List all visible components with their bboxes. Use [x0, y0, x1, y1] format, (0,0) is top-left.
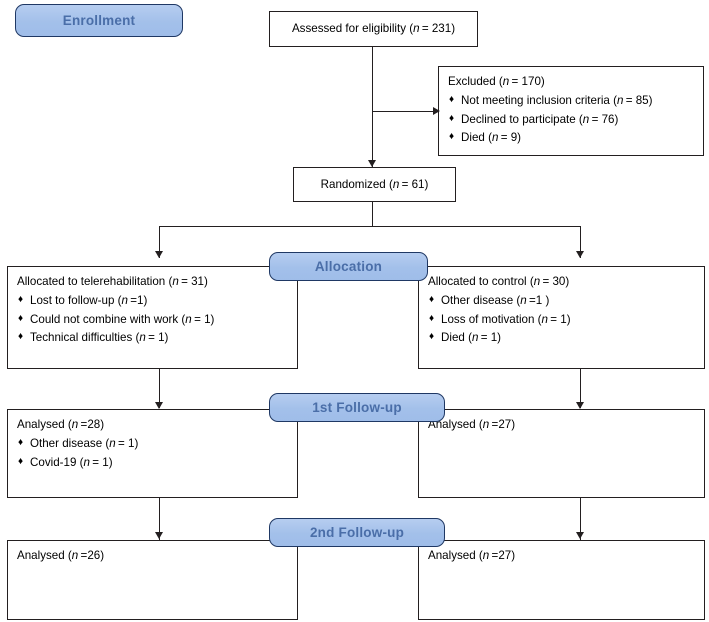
connector-fu1-control-to-fu2 [580, 498, 582, 540]
node-allocated-control: Allocated to control (n = 30) ♦ Other di… [418, 266, 705, 369]
diamond-bullet-icon: ♦ [18, 436, 24, 448]
node-assessed-for-eligibility: Assessed for eligibility (n = 231) [269, 11, 478, 47]
node-analysed-fu2-telerehabilitation-label: Analysed (n =26) [17, 549, 105, 562]
list-item-label: Other disease (n =1 ) [441, 293, 550, 307]
list-item: ♦ Declined to participate (n = 76) [448, 112, 694, 127]
stage-pill-allocation: Allocation [269, 252, 428, 281]
list-item-label: Not meeting inclusion criteria (n = 85) [461, 93, 653, 107]
list-item: ♦ Other disease (n = 1) [17, 436, 288, 451]
node-analysed-fu1-reason-list: ♦ Other disease (n = 1) ♦ Covid-19 (n = … [17, 436, 288, 470]
list-item-label: Technical difficulties (n = 1) [30, 331, 169, 345]
connector-randomized-to-intervention [159, 226, 161, 258]
node-allocated-control-reason-list: ♦ Other disease (n =1 ) ♦ Loss of motiva… [428, 293, 695, 346]
stage-label-enrollment: Enrollment [62, 13, 136, 28]
diamond-bullet-icon: ♦ [449, 112, 455, 124]
node-analysed-fu1-telerehabilitation-label: Analysed (n =28) [17, 418, 105, 431]
diamond-bullet-icon: ♦ [18, 312, 24, 324]
arrow-to-excluded-icon [433, 107, 440, 115]
connector-randomized-split [159, 226, 581, 228]
stage-pill-enrollment: Enrollment [15, 4, 183, 37]
node-analysed-fu2-control-label: Analysed (n =27) [428, 549, 516, 562]
diamond-bullet-icon: ♦ [18, 331, 24, 343]
node-analysed-fu2-control: Analysed (n =27) [418, 540, 705, 620]
node-assessed-label: Assessed for eligibility (n = 231) [291, 22, 456, 36]
stage-pill-follow-up-1: 1st Follow-up [269, 393, 445, 422]
list-item-label: Died (n = 9) [461, 131, 522, 145]
connector-alloc-intervention-to-fu1 [159, 368, 161, 408]
list-item-label: Could not combine with work (n = 1) [30, 312, 215, 326]
node-allocated-telerehabilitation-label: Allocated to telerehabilitation (n = 31) [17, 275, 208, 288]
arrow-to-fu1-control-icon [576, 402, 584, 409]
connector-fu1-intervention-to-fu2 [159, 498, 161, 540]
list-item: ♦ Died (n = 1) [428, 330, 695, 345]
arrow-to-fu2-intervention-icon [155, 532, 163, 539]
stage-label-follow-up-1: 1st Follow-up [312, 400, 402, 415]
diamond-bullet-icon: ♦ [18, 293, 24, 305]
diamond-bullet-icon: ♦ [429, 331, 435, 343]
diamond-bullet-icon: ♦ [449, 93, 455, 105]
list-item: ♦ Loss of motivation (n = 1) [428, 312, 695, 327]
diamond-bullet-icon: ♦ [449, 131, 455, 143]
diamond-bullet-icon: ♦ [429, 293, 435, 305]
node-analysed-fu1-control: Analysed (n =27) [418, 409, 705, 498]
list-item-label: Loss of motivation (n = 1) [441, 312, 571, 326]
list-item-label: Lost to follow-up (n =1) [30, 293, 148, 307]
diamond-bullet-icon: ♦ [18, 455, 24, 467]
node-excluded: Excluded (n = 170) ♦ Not meeting inclusi… [438, 66, 704, 156]
stage-label-follow-up-2: 2nd Follow-up [309, 525, 405, 540]
list-item-label: Covid-19 (n = 1) [30, 455, 113, 469]
arrow-to-alloc-control-icon [576, 251, 584, 258]
node-allocated-telerehabilitation: Allocated to telerehabilitation (n = 31)… [7, 266, 298, 369]
connector-randomized-trunk [372, 202, 374, 227]
node-excluded-reason-list: ♦ Not meeting inclusion criteria (n = 85… [448, 93, 694, 146]
node-allocated-telerehabilitation-reason-list: ♦ Lost to follow-up (n =1) ♦ Could not c… [17, 293, 288, 346]
arrow-to-fu2-control-icon [576, 532, 584, 539]
stage-label-allocation: Allocation [314, 259, 383, 274]
arrow-to-randomized-icon [368, 160, 376, 167]
list-item-label: Died (n = 1) [441, 331, 502, 345]
list-item-label: Declined to participate (n = 76) [461, 112, 619, 126]
diamond-bullet-icon: ♦ [429, 312, 435, 324]
node-analysed-fu2-telerehabilitation: Analysed (n =26) [7, 540, 298, 620]
node-analysed-fu1-control-label: Analysed (n =27) [428, 418, 516, 431]
arrow-to-fu1-intervention-icon [155, 402, 163, 409]
node-randomized-label: Randomized (n = 61) [320, 177, 429, 191]
connector-alloc-control-to-fu1 [580, 368, 582, 408]
list-item: ♦ Not meeting inclusion criteria (n = 85… [448, 93, 694, 108]
node-excluded-label: Excluded (n = 170) [448, 75, 545, 88]
stage-pill-follow-up-2: 2nd Follow-up [269, 518, 445, 547]
list-item: ♦ Lost to follow-up (n =1) [17, 293, 288, 308]
list-item: ♦ Other disease (n =1 ) [428, 293, 695, 308]
list-item-label: Other disease (n = 1) [30, 436, 139, 450]
list-item: ♦ Could not combine with work (n = 1) [17, 312, 288, 327]
node-randomized: Randomized (n = 61) [293, 167, 456, 202]
list-item: ♦ Covid-19 (n = 1) [17, 455, 288, 470]
node-allocated-control-label: Allocated to control (n = 30) [428, 275, 570, 288]
connector-randomized-to-control [580, 226, 582, 258]
node-analysed-fu1-telerehabilitation: Analysed (n =28) ♦ Other disease (n = 1)… [7, 409, 298, 498]
arrow-to-alloc-intervention-icon [155, 251, 163, 258]
connector-assessed-trunk [372, 46, 374, 167]
connector-assessed-to-excluded [372, 111, 434, 113]
list-item: ♦ Technical difficulties (n = 1) [17, 330, 288, 345]
list-item: ♦ Died (n = 9) [448, 130, 694, 145]
